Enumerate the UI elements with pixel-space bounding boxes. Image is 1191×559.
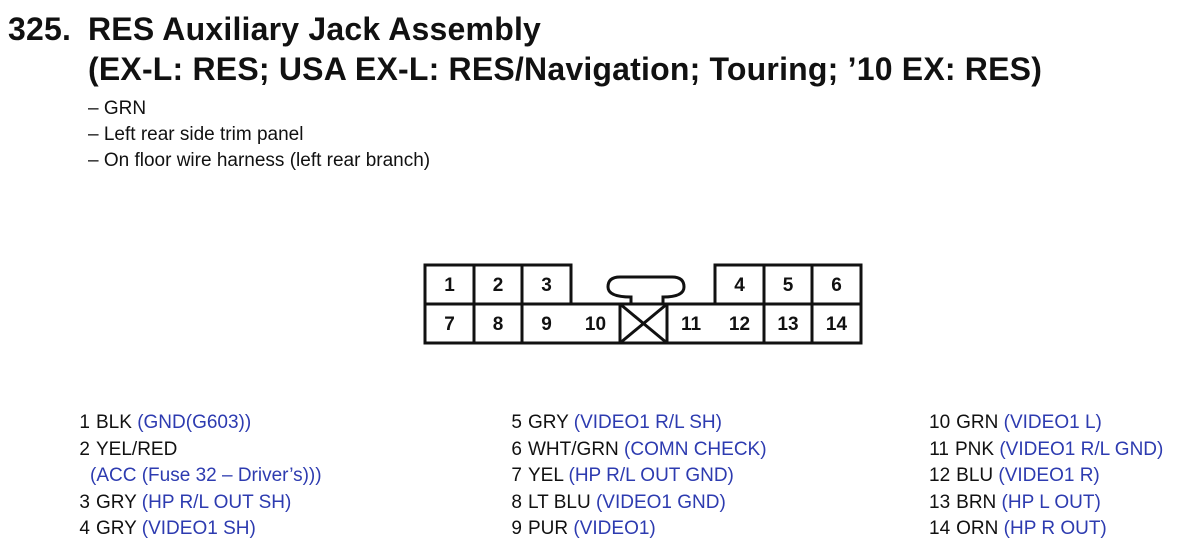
circuit-name: (VIDEO1 R/L SH) [573, 412, 722, 433]
pin-number: 1 [79, 412, 90, 433]
note-location: – Left rear side trim panel [88, 124, 304, 145]
page-title: 325. RES Auxiliary Jack Assembly [8, 10, 541, 48]
wire-color: PNK [955, 438, 995, 460]
title-line-2: (EX-L: RES; USA EX-L: RES/Navigation; To… [88, 51, 1043, 87]
circuit-name: (HP L OUT) [1001, 491, 1101, 513]
circuit-name: (ACC (Fuse 32 – Driver’s))) [90, 465, 322, 486]
connector-housing [423, 263, 863, 345]
circuit-name: (HP R/L OUT GND) [568, 465, 734, 486]
pin-row: 1 BLK (GND(G603)) [70, 410, 322, 437]
circuit-name: (HP R/L OUT SH) [141, 491, 292, 513]
wire-color: WHT/GRN [528, 438, 619, 460]
pin-label-8: 8 [493, 314, 504, 335]
pin-label-9: 9 [541, 314, 552, 335]
note-harness: – On floor wire harness (left rear branc… [88, 150, 431, 171]
pin-row: 9 PUR (VIDEO1) [502, 516, 767, 543]
circuit-name: (VIDEO1 R) [998, 465, 1100, 486]
pin-label-2: 2 [493, 275, 504, 296]
wire-color: GRN [956, 412, 999, 433]
wire-color: LT BLU [528, 491, 591, 513]
circuit-name: (VIDEO1 R/L GND) [999, 438, 1164, 460]
circuit-name: (GND(G603)) [137, 412, 252, 433]
blank-cell-x [619, 302, 668, 345]
pin-number: 9 [511, 518, 522, 539]
wire-color: BLK [96, 412, 132, 433]
pin-list-column-1: 1 BLK (GND(G603)) 2 YEL/RED (ACC (Fuse 32 … [70, 410, 322, 543]
pin-label-3: 3 [541, 275, 552, 296]
pin-label-13: 13 [777, 314, 798, 335]
wire-color: YEL [528, 465, 564, 486]
pin-label-11: 11 [681, 314, 702, 335]
wire-color: BRN [956, 491, 997, 513]
circuit-name: (VIDEO1 SH) [141, 518, 256, 539]
pin-number: 12 [929, 465, 951, 486]
wire-color: GRY [96, 491, 137, 513]
wire-color: YEL/RED [96, 438, 178, 460]
pin-label-1: 1 [444, 275, 455, 296]
pin-row: 8 LT BLU (VIDEO1 GND) [502, 490, 767, 517]
circuit-name: (VIDEO1 GND) [595, 491, 726, 513]
pin-label-6: 6 [831, 275, 842, 296]
pin-row: 3 GRY (HP R/L OUT SH) [70, 490, 322, 517]
pin-label-10: 10 [585, 314, 606, 335]
pin-row: 2 YEL/RED [70, 437, 322, 464]
pin-number: 4 [79, 518, 90, 539]
pin-number: 6 [511, 438, 522, 460]
pin-row: 11 PNK (VIDEO1 R/L GND) [929, 437, 1163, 464]
locking-tab [606, 275, 686, 304]
pin-number: 8 [511, 491, 522, 513]
wire-color: GRY [96, 518, 137, 539]
pin-number: 7 [511, 465, 522, 486]
wire-color: BLU [956, 465, 994, 486]
wire-color: GRY [528, 412, 569, 433]
pin-label-4: 4 [734, 275, 745, 296]
pin-number: 2 [79, 438, 90, 460]
pin-list-column-2: 5 GRY (VIDEO1 R/L SH) 6 WHT/GRN (COMN CHEC… [502, 410, 767, 543]
pin-number: 3 [79, 491, 90, 513]
note-color: – GRN [88, 98, 147, 119]
wire-color: PUR [528, 518, 569, 539]
pin-number: 5 [511, 412, 522, 433]
pin-row: 6 WHT/GRN (COMN CHECK) [502, 437, 767, 464]
circuit-name: (COMN CHECK) [624, 438, 767, 460]
pin-row: 7 YEL (HP R/L OUT GND) [502, 463, 767, 490]
pin-number: 11 [929, 438, 949, 460]
pin-number: 14 [929, 518, 951, 539]
circuit-name: (HP R OUT) [1003, 518, 1107, 539]
title-line-1: RES Auxiliary Jack Assembly [88, 11, 542, 47]
circuit-name: (VIDEO1 L) [1003, 412, 1102, 433]
pin-number: 13 [929, 491, 951, 513]
section-number: 325. [8, 11, 72, 47]
circuit-name: (VIDEO1) [573, 518, 656, 539]
pin-row: 5 GRY (VIDEO1 R/L SH) [502, 410, 767, 437]
pin-label-12: 12 [729, 314, 750, 335]
pin-label-14: 14 [826, 314, 848, 335]
pin-row: 4 GRY (VIDEO1 SH) [70, 516, 322, 543]
wire-color: ORN [956, 518, 999, 539]
pin-number: 10 [929, 412, 951, 433]
connector-notes: – GRN – Left rear side trim panel – On f… [88, 96, 430, 174]
pin-label-5: 5 [783, 275, 794, 296]
pin-label-7: 7 [444, 314, 455, 335]
